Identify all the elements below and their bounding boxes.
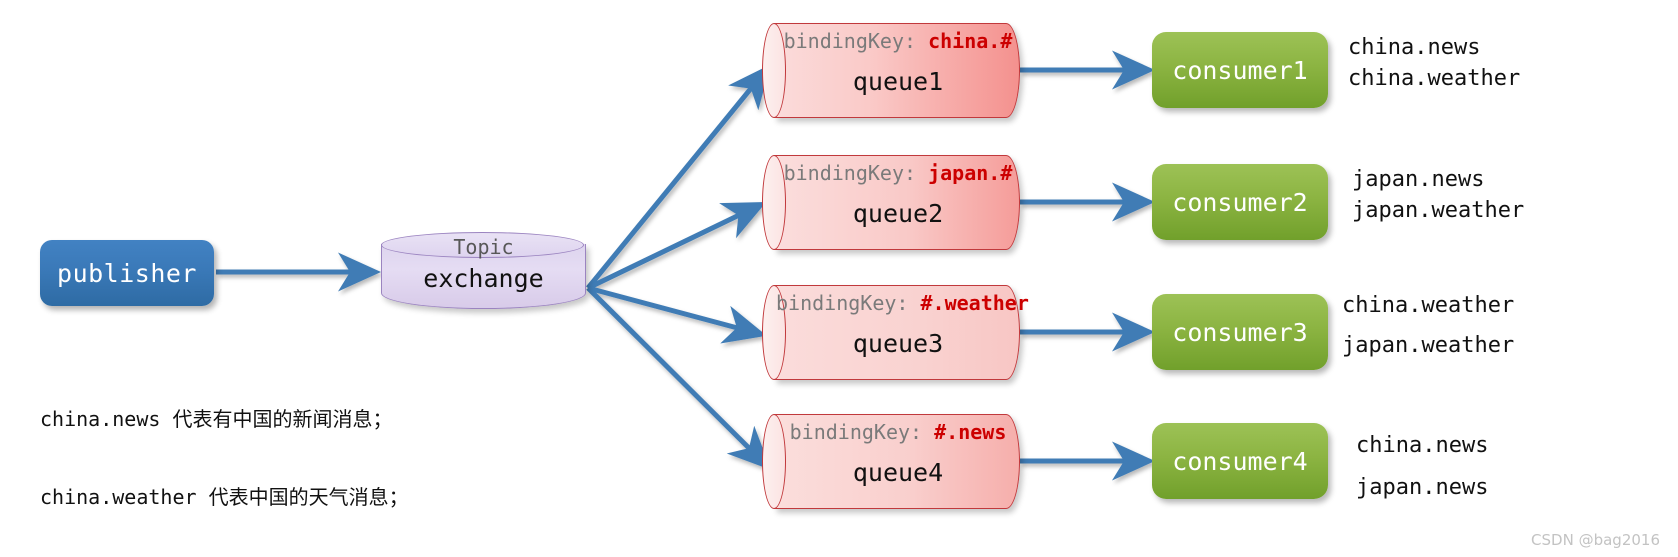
publisher-node[interactable]: publisher (40, 240, 214, 306)
queue-node-2[interactable]: bindingKey: japan.# queue2 (762, 155, 1020, 250)
binding-value-1: china.# (928, 29, 1013, 53)
edge-exchange-to-queue4 (586, 286, 771, 470)
routing-key-3-1: china.weather (1342, 293, 1515, 318)
queue-node-3[interactable]: bindingKey: #.weather queue3 (762, 285, 1029, 380)
exchange-type-label: Topic (453, 235, 514, 259)
binding-prefix-1: bindingKey: (783, 29, 929, 53)
consumer-label-3: consumer3 (1172, 317, 1308, 347)
exchange-node[interactable]: Topic exchange (381, 232, 586, 310)
edge-exchange-to-queue2 (586, 201, 767, 291)
binding-value-2: japan.# (928, 161, 1013, 185)
legend-block: china.news 代表有中国的新闻消息； china.weather 代表中… (40, 354, 409, 557)
watermark: CSDN @bag2016 (1531, 531, 1660, 549)
binding-prefix-2: bindingKey: (783, 161, 929, 185)
queue-binding-key-3: bindingKey: #.weather (776, 291, 1029, 315)
exchange-label: exchange (423, 264, 544, 293)
binding-value-3: #.weather (920, 291, 1029, 315)
binding-value-4: #.news (934, 420, 1007, 444)
queue-binding-key-2: bindingKey: japan.# (776, 161, 1020, 185)
queue-label-3: queue3 (852, 329, 944, 358)
consumer-node-2[interactable]: consumer2 (1152, 164, 1328, 240)
queue-node-4[interactable]: bindingKey: #.news queue4 (762, 414, 1020, 509)
routing-keys-consumer-4: china.news japan.news (1356, 425, 1488, 509)
binding-prefix-3: bindingKey: (776, 291, 921, 315)
queue-node-1[interactable]: bindingKey: china.# queue1 (762, 23, 1020, 118)
routing-key-2-2: japan.weather (1352, 198, 1525, 223)
consumer-node-4[interactable]: consumer4 (1152, 423, 1328, 499)
consumer-label-4: consumer4 (1172, 446, 1308, 476)
routing-key-4-2: japan.news (1356, 475, 1489, 500)
routing-key-2-1: japan.news (1352, 167, 1485, 192)
queue-label-1: queue1 (852, 67, 944, 96)
queue-binding-key-1: bindingKey: china.# (776, 29, 1020, 53)
queue-binding-key-4: bindingKey: #.news (776, 420, 1020, 444)
routing-key-4-1: china.news (1356, 433, 1489, 458)
exchange-cylinder-top (381, 232, 584, 258)
legend-line-2: china.weather 代表中国的天气消息； (40, 485, 409, 509)
routing-keys-consumer-3: china.weather japan.weather (1342, 286, 1514, 366)
routing-key-1-1: china.news (1348, 35, 1481, 60)
routing-keys-consumer-2: japan.news japan.weather (1352, 164, 1524, 226)
consumer-node-1[interactable]: consumer1 (1152, 32, 1328, 108)
consumer-node-3[interactable]: consumer3 (1152, 294, 1328, 370)
queue-label-2: queue2 (852, 199, 944, 228)
consumer-label-1: consumer1 (1172, 55, 1308, 85)
consumer-label-2: consumer2 (1172, 187, 1308, 217)
binding-prefix-4: bindingKey: (789, 420, 935, 444)
queue-cylinder-body-4 (774, 414, 1020, 509)
edge-exchange-to-queue3 (587, 285, 767, 344)
publisher-label: publisher (57, 258, 197, 288)
routing-key-1-2: china.weather (1348, 66, 1521, 91)
routing-keys-consumer-1: china.news china.weather (1348, 32, 1520, 94)
queue-cylinder-body-1 (774, 23, 1020, 118)
queue-label-4: queue4 (852, 458, 944, 487)
routing-key-3-2: japan.weather (1342, 333, 1515, 358)
queue-cylinder-cap-1 (762, 23, 786, 118)
legend-line-1: china.news 代表有中国的新闻消息； (40, 407, 393, 431)
edge-exchange-to-queue1 (586, 64, 771, 290)
